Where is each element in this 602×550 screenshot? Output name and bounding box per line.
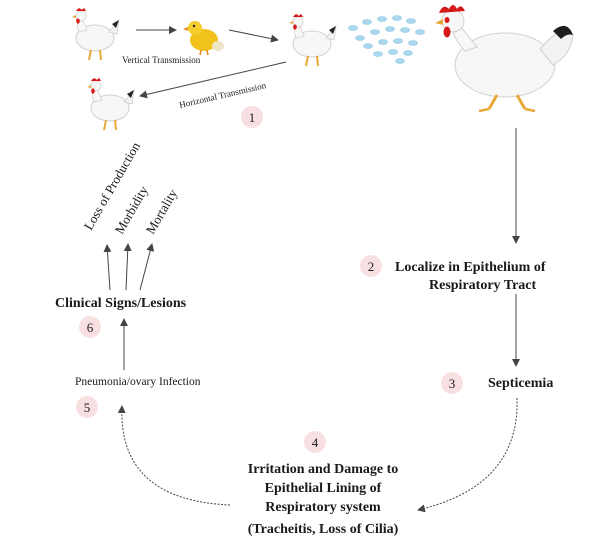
svg-text:5: 5	[84, 400, 91, 415]
hen-infected-image	[288, 13, 337, 67]
arrow-step6-to-mortality	[139, 243, 155, 291]
hen-vertical-source-image	[71, 7, 120, 61]
step-4-text-line3: Respiratory system	[265, 500, 381, 515]
step-4-text-line2: Epithelial Lining of	[265, 481, 382, 496]
svg-text:2: 2	[368, 259, 375, 274]
chick-image	[183, 21, 224, 56]
step-2-text-line1: Localize in Epithelium of	[395, 260, 546, 275]
step-2-text-line2: Respiratory Tract	[429, 278, 537, 293]
step-5-badge: 5	[76, 396, 98, 418]
svg-text:6: 6	[87, 320, 94, 335]
arrow-step6-to-loss	[103, 244, 112, 291]
svg-text:4: 4	[312, 435, 319, 450]
step-4-badge: 4	[304, 431, 326, 453]
step-1-badge: 1	[241, 106, 263, 128]
svg-text:1: 1	[249, 110, 256, 125]
hen-large-image	[435, 5, 574, 113]
step-3-badge: 3	[441, 372, 463, 394]
svg-text:3: 3	[449, 376, 456, 391]
arrow-step3-to-step4	[417, 397, 518, 513]
vertical-arrow-2	[228, 29, 279, 43]
step-4-text-line4: (Tracheitis, Loss of Cilia)	[248, 522, 399, 537]
bacteria-cluster	[348, 15, 425, 64]
step-4-text-line1: Irritation and Damage to	[248, 462, 399, 477]
step-3-text: Septicemia	[488, 376, 553, 391]
step-5-text: Pneumonia/ovary Infection	[75, 376, 201, 388]
horizontal-arrow	[139, 61, 287, 99]
hen-horizontal-target-image	[86, 77, 135, 131]
arrow-step6-to-morbidity	[123, 243, 132, 291]
arrow-step4-to-step5	[117, 405, 231, 506]
vertical-transmission-label: Vertical Transmission	[122, 55, 201, 65]
horizontal-transmission-label: Horizontal Transmission	[178, 80, 267, 110]
step-6-badge: 6	[79, 316, 101, 338]
step-2-badge: 2	[360, 255, 382, 277]
step-6-text: Clinical Signs/Lesions	[55, 296, 187, 311]
